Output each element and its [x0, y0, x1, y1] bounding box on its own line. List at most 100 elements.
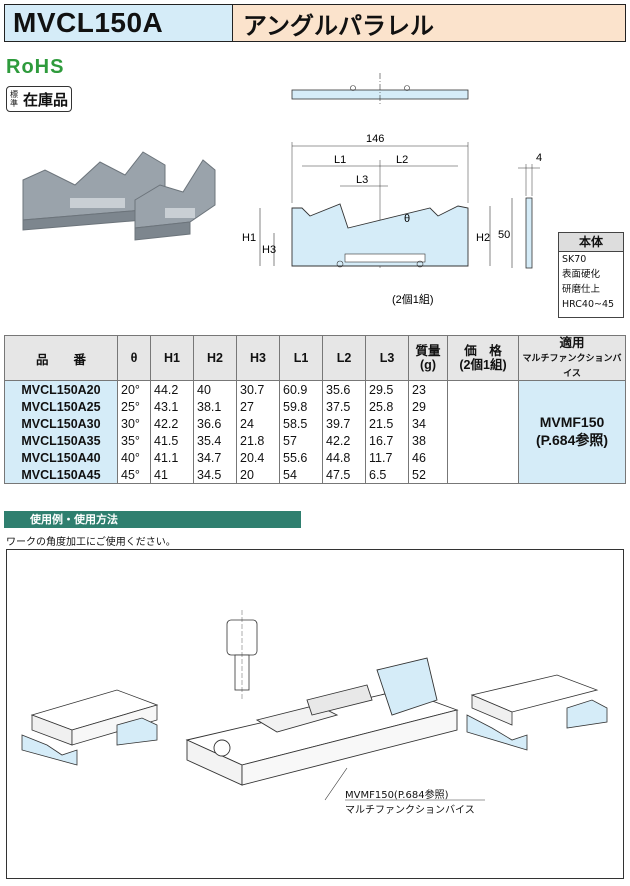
dim-l2: L2 — [396, 154, 408, 166]
header-mass: 質量 (g) — [408, 335, 448, 381]
cell-model: MVCL150A40 — [4, 449, 118, 466]
material-box: 本体 SK70 表面硬化 研磨仕上 HRC40~45 — [558, 232, 624, 318]
pair-note: (2個1組) — [392, 293, 434, 306]
header-model: 品 番 — [4, 335, 118, 381]
cell-h3: 24 — [236, 415, 280, 432]
cell-l1: 57 — [279, 432, 323, 449]
cell-l3: 21.5 — [365, 415, 409, 432]
cell-l3: 6.5 — [365, 466, 409, 484]
material-line: 表面硬化 — [562, 269, 601, 280]
dim-h1: H1 — [242, 232, 256, 244]
header-theta: θ — [117, 335, 151, 381]
stock-badge: 標準 在庫品 — [6, 86, 72, 112]
cell-h3: 21.8 — [236, 432, 280, 449]
cell-h2: 34.7 — [193, 449, 237, 466]
cell-h2: 40 — [193, 380, 237, 398]
cell-model: MVCL150A35 — [4, 432, 118, 449]
header-price: 価 格 (2個1組) — [447, 335, 519, 381]
cell-h3: 30.7 — [236, 380, 280, 398]
product-model: MVCL150A — [5, 5, 233, 41]
cell-mass: 29 — [408, 398, 448, 415]
stock-badge-small: 標準 — [10, 90, 18, 108]
header-price-unit: (2個1組) — [459, 358, 507, 372]
usage-description: ワークの角度加工にご使用ください。 — [6, 537, 176, 548]
cell-mass: 38 — [408, 432, 448, 449]
spec-table: 品 番 θ H1 H2 H3 L1 L2 L3 質量 (g) 価 格 (2個1組… — [4, 335, 626, 484]
usage-illustration — [21, 610, 608, 801]
header-h2: H2 — [193, 335, 237, 381]
header-compat-label: 適用 — [559, 336, 585, 350]
material-line: 研磨仕上 — [562, 284, 601, 295]
cell-l2: 35.6 — [322, 380, 366, 398]
rohs-badge: RoHS — [6, 56, 65, 78]
stock-badge-main: 在庫品 — [23, 90, 69, 109]
cell-price — [447, 380, 519, 484]
dim-50: 50 — [498, 229, 510, 241]
compat-model: MVMF150 — [539, 414, 605, 430]
compat-reference: (P.684参照) — [535, 432, 609, 448]
cell-h2: 38.1 — [193, 398, 237, 415]
cell-h1: 41 — [150, 466, 194, 484]
cell-h1: 43.1 — [150, 398, 194, 415]
cell-model: MVCL150A25 — [4, 398, 118, 415]
header-compat: 適用 マルチファンクションバイス — [518, 335, 626, 381]
cell-compat: MVMF150 (P.684参照) — [518, 380, 626, 484]
cell-theta: 20° — [117, 380, 151, 398]
header-l3: L3 — [365, 335, 409, 381]
cell-l3: 16.7 — [365, 432, 409, 449]
cell-theta: 45° — [117, 466, 151, 484]
cell-h2: 35.4 — [193, 432, 237, 449]
cell-l1: 55.6 — [279, 449, 323, 466]
header-h3: H3 — [236, 335, 280, 381]
cell-l2: 42.2 — [322, 432, 366, 449]
cell-h1: 41.5 — [150, 432, 194, 449]
cell-l2: 47.5 — [322, 466, 366, 484]
title-bar: MVCL150A アングルパラレル — [4, 4, 626, 42]
cell-l2: 44.8 — [322, 449, 366, 466]
cell-mass: 52 — [408, 466, 448, 484]
header-l2: L2 — [322, 335, 366, 381]
cell-mass: 46 — [408, 449, 448, 466]
header-mass-label: 質量 — [415, 344, 441, 358]
dim-theta: θ — [404, 213, 410, 225]
cell-model: MVCL150A20 — [4, 380, 118, 398]
product-photo — [22, 151, 216, 241]
cell-l1: 59.8 — [279, 398, 323, 415]
vise-label: MVMF150(P.684参照) — [345, 790, 449, 801]
dim-l3: L3 — [356, 174, 368, 186]
material-line: SK70 — [562, 254, 587, 265]
vise-subtitle: マルチファンクションバイス — [345, 805, 475, 816]
dim-h3: H3 — [262, 244, 276, 256]
cell-mass: 34 — [408, 415, 448, 432]
dim-146: 146 — [366, 133, 384, 145]
dim-h2: H2 — [476, 232, 490, 244]
cell-h3: 27 — [236, 398, 280, 415]
cell-model: MVCL150A45 — [4, 466, 118, 484]
cell-l3: 11.7 — [365, 449, 409, 466]
cell-theta: 25° — [117, 398, 151, 415]
material-title: 本体 — [559, 233, 623, 252]
cell-l1: 54 — [279, 466, 323, 484]
technical-drawing: 146 L1 L2 L3 θ H1 H3 H2 50 4 (2個1組) — [242, 73, 542, 306]
header-compat-sub: マルチファンクションバイス — [522, 353, 622, 378]
header-h1: H1 — [150, 335, 194, 381]
dim-4: 4 — [536, 152, 542, 164]
cell-l2: 37.5 — [322, 398, 366, 415]
cell-h1: 42.2 — [150, 415, 194, 432]
header-mass-unit: (g) — [420, 358, 436, 372]
cell-h2: 36.6 — [193, 415, 237, 432]
dim-l1: L1 — [334, 154, 346, 166]
usage-illustration-frame — [6, 549, 624, 879]
cell-l3: 25.8 — [365, 398, 409, 415]
cell-model: MVCL150A30 — [4, 415, 118, 432]
cell-h3: 20 — [236, 466, 280, 484]
cell-h1: 44.2 — [150, 380, 194, 398]
material-line: HRC40~45 — [562, 299, 615, 310]
